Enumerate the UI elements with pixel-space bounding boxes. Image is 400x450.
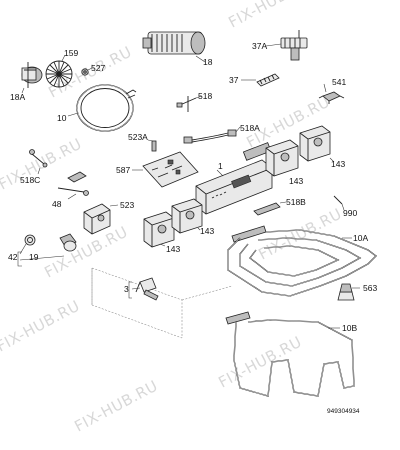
probe-541 xyxy=(318,83,345,104)
label-143-lower-right: 143 xyxy=(200,226,214,236)
label-42: 42 xyxy=(8,252,18,262)
label-143-upper-right: 143 xyxy=(331,159,345,169)
label-523: 523 xyxy=(120,200,134,210)
label-1: 1 xyxy=(218,161,223,171)
label-brackets xyxy=(17,251,132,299)
label-527: 527 xyxy=(91,63,105,73)
switch-143-upper-right xyxy=(299,125,335,163)
thermal-limiter-523 xyxy=(83,203,119,235)
label-10b: 10B xyxy=(342,323,357,333)
part-labels: 18 18A 159 527 37A 37 541 518 10 523A 51… xyxy=(8,41,377,415)
label-18a: 18A xyxy=(10,92,25,102)
watermark-text: FIX-HUB.RU xyxy=(255,205,344,264)
watermark-text: FIX-HUB.RU xyxy=(41,223,130,282)
control-panel xyxy=(195,142,273,215)
terminal-strip-37 xyxy=(241,73,280,87)
lower-heating-element xyxy=(225,311,355,397)
terminal-block-37a xyxy=(265,30,308,61)
label-10: 10 xyxy=(57,113,67,123)
fan-nut xyxy=(81,67,93,76)
circuit-board-587 xyxy=(132,151,199,188)
watermark-text: FIX-HUB.RU xyxy=(215,333,304,392)
switch-143-lower-left xyxy=(143,211,175,248)
cable-harness-518a xyxy=(183,126,241,144)
label-143-lower-left: 143 xyxy=(166,244,180,254)
label-587: 587 xyxy=(116,165,130,175)
lamp-assembly xyxy=(19,233,77,261)
connector-518b xyxy=(253,201,287,216)
watermark-text: FIX-HUB.RU xyxy=(0,135,85,194)
fuse-523a xyxy=(147,139,157,152)
label-19: 19 xyxy=(29,252,39,262)
cable-518 xyxy=(176,95,203,112)
label-18: 18 xyxy=(203,57,213,67)
label-518a: 518A xyxy=(240,123,260,133)
circular-heating-element xyxy=(67,84,137,132)
label-518c: 518C xyxy=(20,175,40,185)
fan-motor xyxy=(21,62,43,94)
label-159: 159 xyxy=(64,48,78,58)
watermark-text: FIX-HUB.RU xyxy=(225,0,314,32)
lamp-cover-563 xyxy=(337,283,360,301)
grill-heating-element xyxy=(227,225,377,297)
label-518b: 518B xyxy=(286,197,306,207)
watermark-text: FIX-HUB.RU xyxy=(0,297,83,356)
label-541: 541 xyxy=(332,77,346,87)
thermal-lead-518c xyxy=(29,149,48,175)
thermostat-sensor-48 xyxy=(57,171,89,200)
fan-wheel xyxy=(45,54,73,88)
label-48: 48 xyxy=(52,199,62,209)
switch-143-upper-left xyxy=(265,139,299,177)
label-563: 563 xyxy=(363,283,377,293)
label-37: 37 xyxy=(229,75,239,85)
tangential-fan xyxy=(142,31,206,63)
switch-143-lower-right xyxy=(171,198,203,234)
label-518: 518 xyxy=(198,91,212,101)
label-523a: 523A xyxy=(128,132,148,142)
label-990: 990 xyxy=(343,208,357,218)
drawing-number: 949304934 xyxy=(327,408,360,415)
label-143-upper-left: 143 xyxy=(289,176,303,186)
door-hinge xyxy=(131,277,159,301)
cable-tie-990 xyxy=(333,195,345,211)
label-37a: 37A xyxy=(252,41,267,51)
label-10a: 10A xyxy=(353,233,368,243)
oven-cabinet-outline xyxy=(91,267,233,339)
label-3: 3 xyxy=(124,284,129,294)
watermark-text: FIX-HUB.RU xyxy=(71,377,160,436)
